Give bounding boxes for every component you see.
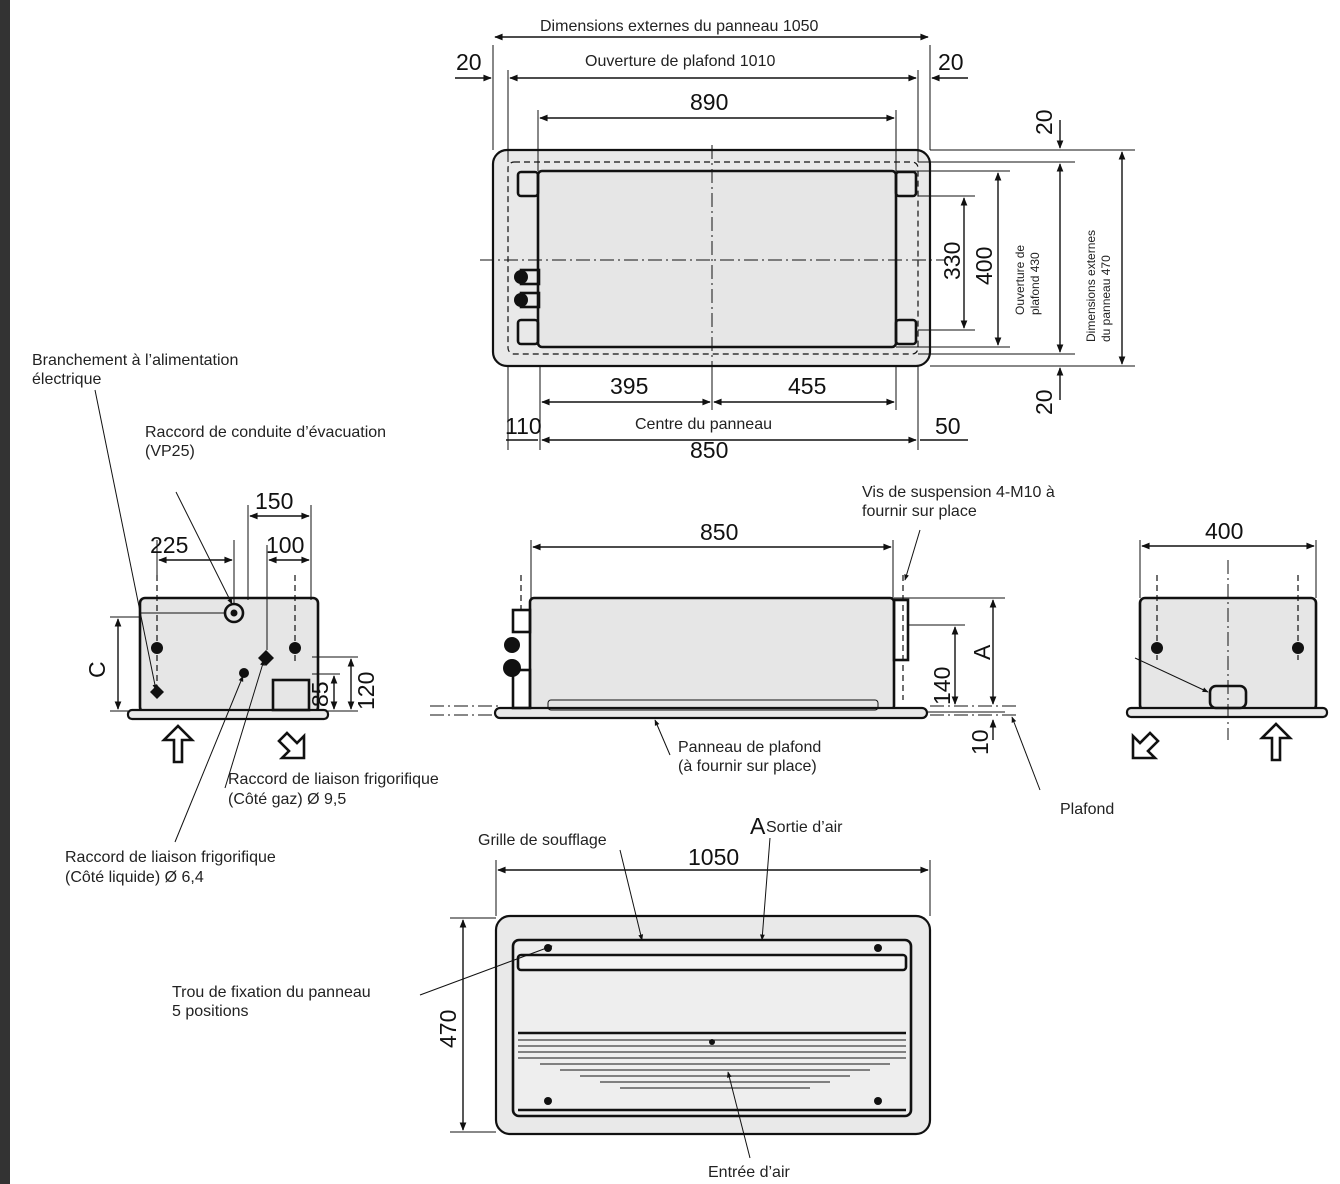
left-side-view: 225 150 100 C 85 120 Branchement à l’ali… bbox=[32, 352, 439, 886]
dim-85-label: 85 bbox=[307, 681, 333, 707]
side-opening-label-line1: Ouverture de bbox=[1013, 245, 1027, 315]
width-890-label: 890 bbox=[690, 89, 728, 115]
offset-50-label: 50 bbox=[935, 413, 961, 439]
ceiling-opening-label: Ouverture de plafond 1010 bbox=[585, 53, 775, 70]
air-inlet-arrow-icon bbox=[160, 724, 196, 764]
dim-a-label: A bbox=[969, 644, 995, 660]
panel-dim-a-label: A bbox=[750, 813, 766, 839]
side-outer-label-line2: du panneau 470 bbox=[1099, 255, 1113, 342]
right-dim-400-label: 400 bbox=[1205, 518, 1243, 544]
right-air-outlet-arrow-icon bbox=[1131, 731, 1160, 760]
top-view-body bbox=[536, 169, 898, 349]
front-view: 850 A 140 10 Vis de suspension 4-M10 à f… bbox=[430, 484, 1114, 818]
left-395-label: 395 bbox=[610, 373, 648, 399]
dim-140-label: 140 bbox=[929, 667, 955, 705]
right-455-label: 455 bbox=[788, 373, 826, 399]
side-outer-label-line1: Dimensions externes bbox=[1084, 230, 1098, 342]
air-outlet-label: Sortie d’air bbox=[766, 819, 843, 836]
depth-400-label: 400 bbox=[971, 247, 997, 285]
front-view-body bbox=[528, 596, 896, 712]
supply-grille-label: Grille de soufflage bbox=[478, 832, 607, 849]
right-side-view: 400 bbox=[1125, 518, 1329, 762]
gas-pipe-label-line1: Raccord de liaison frigorifique bbox=[228, 771, 439, 788]
liquid-pipe-label-line2: (Côté liquide) Ø 6,4 bbox=[65, 869, 204, 886]
right-air-inlet-arrow-icon bbox=[1258, 722, 1294, 762]
dim-10-label: 10 bbox=[967, 729, 993, 755]
top-view-hanger-brackets bbox=[514, 170, 918, 346]
dim-c-label: C bbox=[84, 661, 110, 678]
left-view-body bbox=[138, 596, 320, 714]
panel-view: A 1050 470 Grille de soufflage Sortie d’… bbox=[172, 813, 932, 1181]
return-grille-lines bbox=[518, 1039, 906, 1089]
left-border-bar bbox=[0, 0, 10, 1184]
power-connection-label-line1: Branchement à l’alimentation bbox=[32, 352, 238, 369]
front-dim-850-label: 850 bbox=[700, 519, 738, 545]
ceiling-panel-label-line1: Panneau de plafond bbox=[678, 739, 821, 756]
panel-outer-dimension-label: Dimensions externes du panneau 1050 bbox=[540, 18, 819, 35]
top-view: Dimensions externes du panneau 1050 Ouve… bbox=[455, 18, 1135, 463]
top-view-opening-outline bbox=[507, 161, 919, 355]
power-connection-label-line2: électrique bbox=[32, 371, 101, 388]
fixing-hole-label-line1: Trou de fixation du panneau bbox=[172, 984, 371, 1001]
margin-bottom-label: 20 bbox=[1031, 389, 1057, 415]
fixing-hole-label-line2: 5 positions bbox=[172, 1003, 249, 1020]
offset-110-label: 110 bbox=[505, 413, 542, 439]
air-outlet-arrow-icon bbox=[277, 731, 306, 760]
panel-dim-470-label: 470 bbox=[435, 1010, 461, 1048]
ceiling-label: Plafond bbox=[1060, 801, 1114, 818]
gas-pipe-label-line2: (Côté gaz) Ø 9,5 bbox=[228, 791, 346, 808]
hanger-bolt-label-line1: Vis de suspension 4-M10 à bbox=[862, 484, 1055, 501]
panel-center-label: Centre du panneau bbox=[635, 416, 772, 433]
margin-right-label: 20 bbox=[938, 49, 964, 75]
hanger-bolt-label-line2: fournir sur place bbox=[862, 503, 977, 520]
liquid-pipe-label-line1: Raccord de liaison frigorifique bbox=[65, 849, 276, 866]
dim-225-label: 225 bbox=[150, 532, 188, 558]
depth-330-label: 330 bbox=[939, 242, 965, 280]
drain-connection-label-line2: (VP25) bbox=[145, 443, 195, 460]
margin-top-label: 20 bbox=[1031, 109, 1057, 135]
dim-120-label: 120 bbox=[353, 672, 379, 710]
panel-dim-1050-label: 1050 bbox=[688, 844, 739, 870]
dim-150-label: 150 bbox=[255, 488, 293, 514]
margin-left-label: 20 bbox=[456, 49, 482, 75]
drain-connection-label-line1: Raccord de conduite d’évacuation bbox=[145, 424, 386, 441]
dim-100-label: 100 bbox=[266, 532, 304, 558]
side-opening-label-line2: plafond 430 bbox=[1028, 252, 1042, 315]
ceiling-panel-label-line2: (à fournir sur place) bbox=[678, 758, 817, 775]
total-850-label: 850 bbox=[690, 437, 728, 463]
air-inlet-label: Entrée d’air bbox=[708, 1164, 790, 1181]
